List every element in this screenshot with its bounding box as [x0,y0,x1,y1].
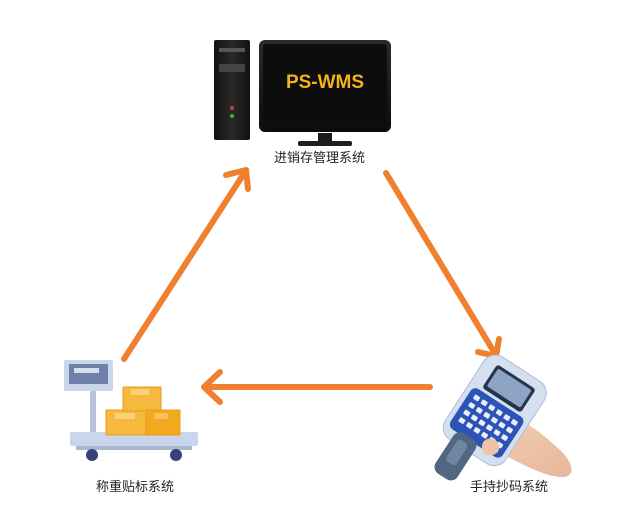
desktop-computer-icon: PS-WMS [214,40,391,146]
arrow-top-to-right [383,170,502,359]
left-node-label: 称重贴标系统 [96,480,175,495]
monitor-screen-text: PS-WMS [286,72,364,93]
right-node-label: 手持抄码系统 [470,480,549,495]
arrow-left-to-top [121,167,251,362]
top-node-label: 进销存管理系统 [274,151,366,166]
weighing-scale-icon [64,360,198,461]
arrow-right-to-left [201,369,433,405]
handheld-scanner-icon [434,354,572,481]
